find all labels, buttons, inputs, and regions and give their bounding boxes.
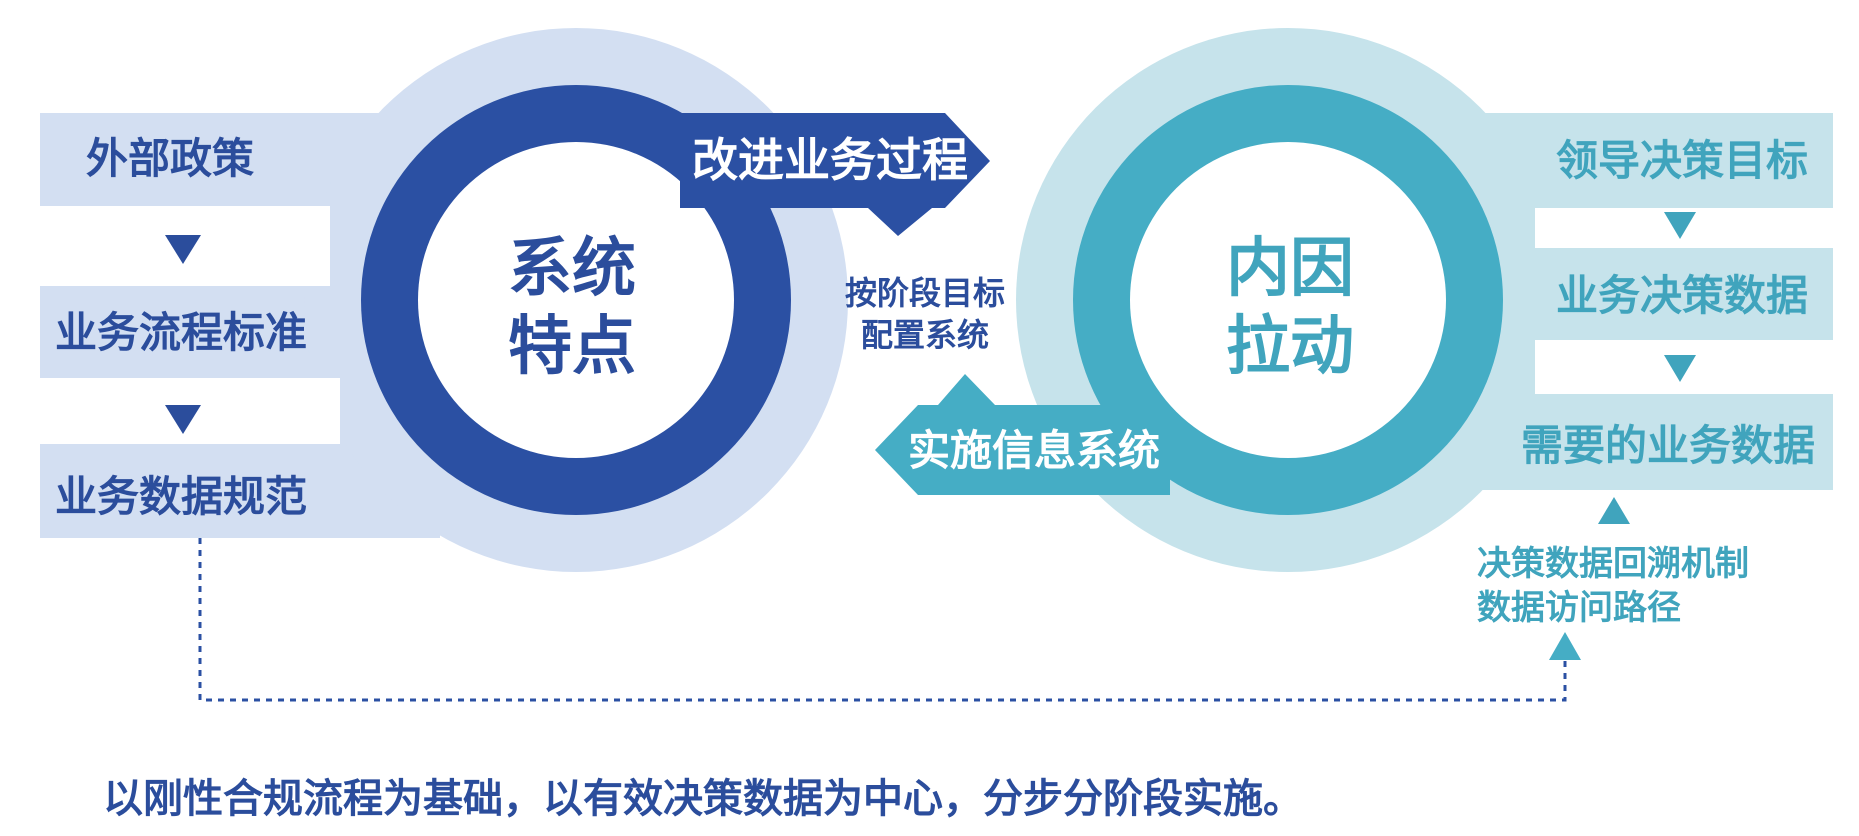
left-item-data-spec: 业务数据规范 — [55, 472, 307, 521]
right-item-decision-data: 业务决策数据 — [1556, 271, 1808, 320]
left-item-external-policy: 外部政策 — [86, 134, 254, 183]
middle-note-line-1: 按阶段目标 — [845, 274, 1005, 312]
implement-system-label: 实施信息系统 — [908, 426, 1160, 475]
middle-note-line-2: 配置系统 — [861, 316, 989, 354]
implement-system-arrow — [875, 374, 1170, 495]
improve-process-label: 改进业务过程 — [692, 133, 968, 187]
side-note-line-2: 数据访问路径 — [1477, 588, 1681, 628]
right-ring-inner — [1130, 142, 1446, 458]
right-circle-line-1: 内因 — [1226, 232, 1354, 306]
footer-summary: 以刚性合规流程为基础，以有效决策数据为中心，分步分阶段实施。 — [103, 776, 1303, 822]
left-down-arrow-1 — [165, 235, 201, 264]
feedback-dotted-line — [198, 538, 1567, 702]
right-down-arrow-1 — [1664, 212, 1696, 239]
right-item-leadership-goal: 领导决策目标 — [1556, 136, 1808, 185]
feedback-up-arrow — [1549, 632, 1581, 660]
right-circle-line-2: 拉动 — [1226, 310, 1354, 384]
left-ring-inner — [418, 142, 734, 458]
right-down-arrow-2 — [1664, 355, 1696, 382]
right-item-required-data: 需要的业务数据 — [1521, 421, 1815, 470]
right-up-arrow — [1598, 497, 1630, 524]
left-item-process-standard: 业务流程标准 — [55, 308, 307, 357]
side-note-line-1: 决策数据回溯机制 — [1477, 544, 1749, 584]
left-circle-line-2: 特点 — [508, 310, 636, 384]
left-down-arrow-2 — [165, 405, 201, 434]
left-circle-line-1: 系统 — [508, 232, 636, 306]
improve-process-arrow — [680, 113, 990, 236]
